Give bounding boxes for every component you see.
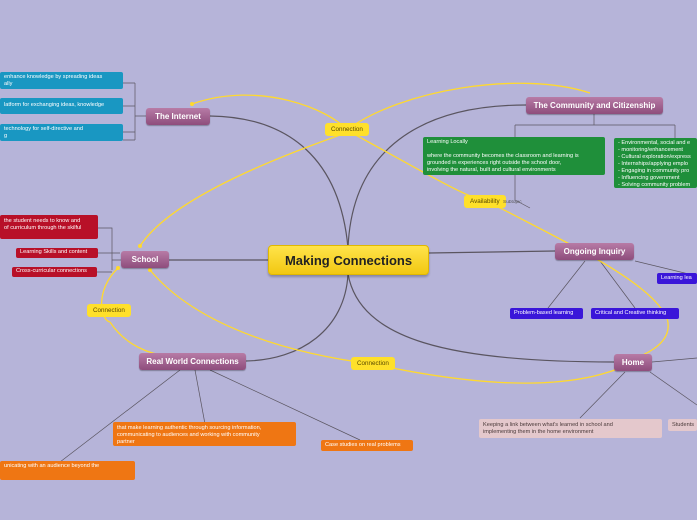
branch-line-internet — [209, 115, 349, 249]
community-list[interactable]: - Environmental, social and e - monitori… — [614, 138, 697, 188]
branch-line-inquiry — [428, 250, 556, 254]
connection-dot — [138, 244, 142, 248]
topic-the-internet[interactable]: The Internet — [146, 108, 210, 125]
connection-label-bottom[interactable]: Connection — [351, 357, 395, 370]
connection-dot — [148, 268, 152, 272]
school-item[interactable]: Learning Skills and content — [16, 248, 98, 258]
branch-line-realworld — [245, 273, 349, 362]
connection-curve-top — [191, 82, 591, 131]
home-sub-lines — [579, 357, 697, 419]
school-item[interactable]: Cross-curricular connections — [12, 267, 97, 277]
internet-item[interactable]: latform for exchanging ideas, knowledge — [0, 98, 123, 114]
school-item[interactable]: the student needs to know and of curricu… — [0, 215, 98, 239]
inquiry-sub-lines — [547, 260, 697, 309]
community-learning-locally[interactable]: Learning Locally where the community bec… — [423, 137, 605, 175]
home-item[interactable]: Students — [668, 419, 697, 431]
subtopic-note: Subtopic — [503, 200, 522, 205]
realworld-item[interactable]: unicating with an audience beyond the — [0, 461, 135, 480]
school-sub-lines — [97, 227, 121, 273]
central-topic[interactable]: Making Connections — [268, 245, 429, 275]
connection-dot — [190, 102, 194, 106]
connection-label-top[interactable]: Connection — [325, 123, 369, 136]
topic-home[interactable]: Home — [614, 354, 652, 371]
internet-sub-lines — [123, 82, 146, 141]
home-item[interactable]: Keeping a link between what's learned in… — [479, 419, 662, 438]
topic-community-citizenship[interactable]: The Community and Citizenship — [526, 97, 663, 114]
branch-line-home — [347, 273, 615, 363]
branch-line-community — [347, 104, 527, 249]
topic-ongoing-inquiry[interactable]: Ongoing Inquiry — [555, 243, 634, 260]
connection-curve-left — [139, 134, 341, 247]
connection-label-left[interactable]: Connection — [87, 304, 131, 317]
realworld-item[interactable]: that make learning authentic through sou… — [113, 422, 296, 446]
internet-item[interactable]: technology for self-directive and g — [0, 124, 123, 141]
community-sub-lines — [514, 114, 676, 209]
topic-school[interactable]: School — [121, 251, 169, 268]
realworld-sub-lines — [59, 369, 361, 463]
inquiry-item[interactable]: Problem-based learning — [510, 308, 583, 319]
topic-real-world-connections[interactable]: Real World Connections — [139, 353, 246, 370]
inquiry-item[interactable]: Critical and Creative thinking — [591, 308, 679, 319]
connection-dot — [116, 266, 120, 270]
realworld-item[interactable]: Case studies on real problems — [321, 440, 413, 451]
internet-item[interactable]: enhance knowledge by spreading ideas all… — [0, 72, 123, 89]
inquiry-item[interactable]: Learning lea — [657, 273, 697, 284]
availability-label[interactable]: Availability — [464, 195, 506, 208]
